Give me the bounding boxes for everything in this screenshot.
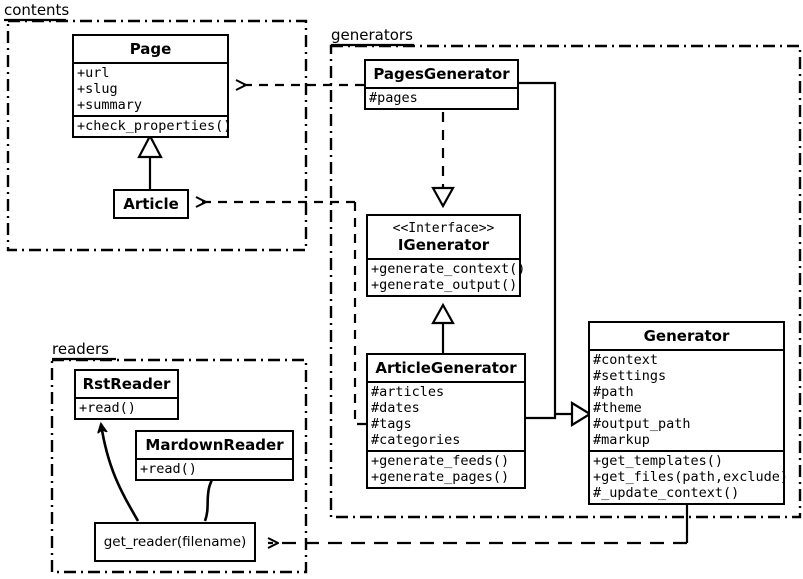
attribute-dates: #dates xyxy=(371,400,420,416)
class-box-igenerator[interactable]: <<Interface>> IGenerator +generate_conte… xyxy=(366,214,526,297)
attribute-articles: #articles xyxy=(371,384,445,400)
edge-getreader-creates-rstreader xyxy=(101,424,140,522)
class-name-articlegenerator: ArticleGenerator xyxy=(375,359,517,377)
attribute-pages: #pages xyxy=(369,90,418,106)
attribute-context: #context xyxy=(593,352,659,368)
class-box-article[interactable]: Article xyxy=(113,189,189,219)
class-attributes-page: +url +slug +summary xyxy=(74,62,227,115)
attribute-tags: #tags xyxy=(371,416,412,432)
class-operations-mardownreader: +read() xyxy=(137,458,292,479)
package-label-generators: generators xyxy=(331,26,413,44)
class-name-article: Article xyxy=(123,195,179,213)
class-box-mardownreader[interactable]: MardownReader +read() xyxy=(135,430,294,481)
operation-read-markdown: +read() xyxy=(140,461,197,477)
edge-articlegenerator-extends-generator xyxy=(526,414,557,420)
package-label-contents: contents xyxy=(4,1,70,19)
class-attributes-pagesgenerator: #pages xyxy=(366,87,517,108)
operation-read-rst: +read() xyxy=(79,400,136,416)
edge-pagesgenerator-extends-generator xyxy=(519,81,572,416)
operation-generate-pages: +generate_pages() xyxy=(371,469,510,485)
class-name-generator: Generator xyxy=(643,327,730,345)
attribute-theme: #theme xyxy=(593,400,642,416)
class-operations-generator: +get_templates() +get_files(path,exclude… xyxy=(590,450,789,503)
attribute-markup: #markup xyxy=(593,432,650,448)
class-operations-page: +check_properties() xyxy=(74,115,232,136)
class-box-generator[interactable]: Generator #context #settings #path #them… xyxy=(588,321,789,505)
operation-generate-output: +generate_output() xyxy=(371,277,518,293)
class-box-articlegenerator[interactable]: ArticleGenerator #articles #dates #tags … xyxy=(366,353,526,489)
class-name-pagesgenerator: PagesGenerator xyxy=(373,65,510,83)
class-attributes-articlegenerator: #articles #dates #tags #categories xyxy=(368,381,524,450)
operation-check-properties: +check_properties() xyxy=(77,118,232,134)
operation-get-templates: +get_templates() xyxy=(593,453,724,469)
arrowhead-realization-igenerator xyxy=(431,186,455,209)
class-operations-articlegenerator: +generate_feeds() +generate_pages() xyxy=(368,450,524,487)
class-stereotype-igenerator: <<Interface>> xyxy=(392,221,495,236)
attribute-summary: +summary xyxy=(77,97,143,113)
attribute-categories: #categories xyxy=(371,432,461,448)
operation-get-files: +get_files(path,exclude) xyxy=(593,469,789,485)
class-box-pagesgenerator[interactable]: PagesGenerator #pages xyxy=(364,59,519,110)
attribute-path: #path xyxy=(593,384,634,400)
arrowhead-generalization-page xyxy=(137,133,163,159)
attribute-slug: +slug xyxy=(77,81,118,97)
operation-generate-feeds: +generate_feeds() xyxy=(371,453,510,469)
class-title-igenerator: IGenerator xyxy=(397,236,490,254)
class-attributes-generator: #context #settings #path #theme #output_… xyxy=(590,349,783,450)
operation-update-context: #_update_context() xyxy=(593,485,740,501)
operation-generate-context: +generate_context() xyxy=(371,261,526,277)
arrowhead-generalization-igenerator xyxy=(431,302,455,325)
class-box-page[interactable]: Page +url +slug +summary +check_properti… xyxy=(72,34,232,138)
attribute-output-path: #output_path xyxy=(593,416,691,432)
class-name-igenerator: <<Interface>> IGenerator xyxy=(368,216,519,258)
class-name-page: Page xyxy=(129,40,172,58)
class-operations-rstreader: +read() xyxy=(76,397,177,418)
class-box-rstreader[interactable]: RstReader +read() xyxy=(74,369,179,420)
class-name-mardownreader: MardownReader xyxy=(145,436,284,454)
attribute-url: +url xyxy=(77,65,110,81)
attribute-settings: #settings xyxy=(593,368,667,384)
class-name-rstreader: RstReader xyxy=(82,375,171,393)
function-box-get-reader[interactable]: get_reader(filename) xyxy=(94,522,256,562)
function-label-get-reader: get_reader(filename) xyxy=(103,534,247,550)
package-label-readers: readers xyxy=(52,340,109,358)
class-operations-igenerator: +generate_context() +generate_output() xyxy=(368,258,526,295)
